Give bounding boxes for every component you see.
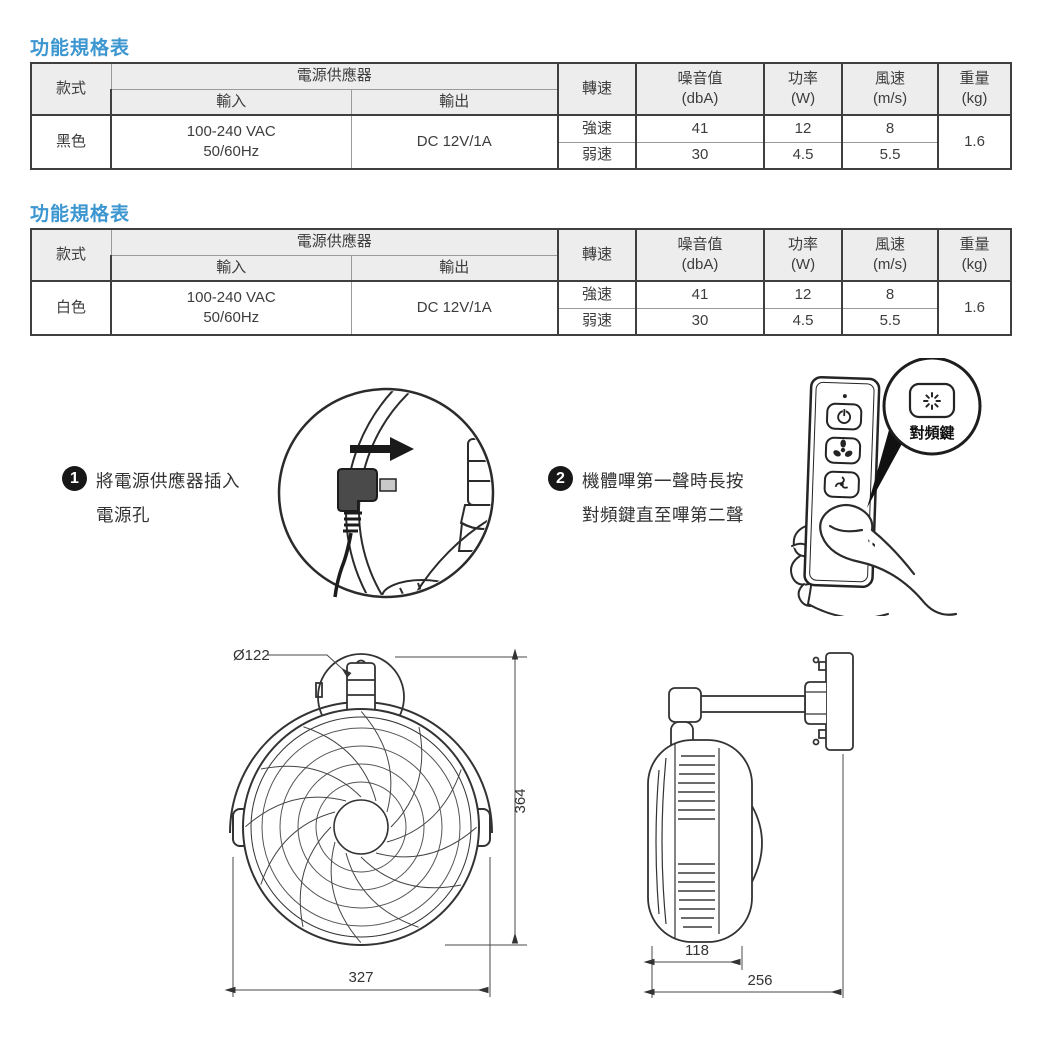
hdr-input: 輸入 — [110, 88, 352, 116]
hdr-speed: 轉速 — [557, 62, 637, 116]
spec-table-black: 款式 電源供應器 轉速 噪音值(dbA) 功率(W) 風速(m/s) 重量(kg… — [30, 62, 1013, 170]
cell-power-low: 4.5 — [763, 141, 843, 170]
hdr-model: 款式 — [30, 228, 112, 282]
hdr-speed: 轉速 — [557, 228, 637, 282]
hdr-power-supply: 電源供應器 — [110, 62, 559, 90]
step-2-text: 機體嗶第一聲時長按 對頻鍵直至嗶第二聲 — [582, 471, 744, 525]
hdr-wind: 風速(m/s) — [841, 62, 939, 116]
hdr-wind: 風速(m/s) — [841, 228, 939, 282]
cell-wind-high: 8 — [841, 280, 939, 309]
dim-diameter-label: Ø122 — [233, 647, 270, 664]
cell-weight: 1.6 — [937, 114, 1012, 170]
insert-arrow-icon — [350, 437, 414, 461]
remote-pairing-illustration: 對頻鍵 — [790, 358, 982, 616]
hdr-output: 輸出 — [350, 88, 559, 116]
cell-speed-high: 強速 — [557, 114, 637, 143]
dim-height-label: 364 — [512, 788, 529, 813]
dim-width-label: 327 — [348, 969, 373, 986]
cell-model: 白色 — [30, 280, 112, 336]
pairing-key-callout: 對頻鍵 — [882, 358, 982, 456]
step-1: 1 將電源供應器插入 電源孔 — [62, 464, 240, 532]
spec-table-title-1: 功能規格表 — [30, 38, 131, 59]
cell-noise-high: 41 — [635, 114, 765, 143]
hdr-input: 輸入 — [110, 254, 352, 282]
step-2: 2 機體嗶第一聲時長按 對頻鍵直至嗶第二聲 — [548, 464, 744, 532]
cell-speed-low: 弱速 — [557, 141, 637, 170]
cell-power-high: 12 — [763, 280, 843, 309]
hdr-power: 功率(W) — [763, 62, 843, 116]
led-dot-icon — [842, 394, 847, 399]
fan-high-icon — [824, 436, 862, 465]
hdr-noise: 噪音值(dbA) — [635, 228, 765, 282]
cell-wind-low: 5.5 — [841, 307, 939, 336]
cell-model: 黑色 — [30, 114, 112, 170]
dimension-lines — [224, 648, 527, 997]
pairing-button — [908, 382, 956, 419]
fan-low-icon — [823, 470, 860, 499]
cell-speed-high: 強速 — [557, 280, 637, 309]
cell-noise-low: 30 — [635, 307, 765, 336]
cell-weight: 1.6 — [937, 280, 1012, 336]
cell-wind-high: 8 — [841, 114, 939, 143]
spec-table-white: 款式 電源供應器 轉速 噪音值(dbA) 功率(W) 風速(m/s) 重量(kg… — [30, 228, 1013, 336]
pairing-starburst-icon — [923, 392, 941, 410]
callout-pointer — [867, 430, 903, 508]
cell-noise-high: 41 — [635, 280, 765, 309]
cell-output: DC 12V/1A — [350, 114, 559, 170]
front-view-drawing: Ø122 364 327 — [224, 647, 529, 997]
side-view-drawing: 118 256 — [643, 652, 854, 998]
hdr-power: 功率(W) — [763, 228, 843, 282]
hdr-weight: 重量(kg) — [937, 62, 1012, 116]
step-1-text: 將電源供應器插入 電源孔 — [96, 471, 240, 525]
cell-power-low: 4.5 — [763, 307, 843, 336]
hdr-output: 輸出 — [350, 254, 559, 282]
spec-table-title-2: 功能規格表 — [30, 204, 131, 225]
step-2-number-badge: 2 — [548, 466, 573, 491]
hdr-power-supply: 電源供應器 — [110, 228, 559, 256]
dim-total-depth-label: 256 — [747, 972, 772, 989]
dc-plug-icon — [333, 468, 397, 598]
plug-into-jack-illustration — [277, 387, 495, 599]
cell-output: DC 12V/1A — [350, 280, 559, 336]
pairing-key-label: 對頻鍵 — [909, 424, 954, 442]
cell-speed-low: 弱速 — [557, 307, 637, 336]
grille-slats — [678, 755, 715, 928]
hdr-noise: 噪音值(dbA) — [635, 62, 765, 116]
cell-noise-low: 30 — [635, 141, 765, 170]
cell-power-high: 12 — [763, 114, 843, 143]
hdr-model: 款式 — [30, 62, 112, 116]
step-1-number-badge: 1 — [62, 466, 87, 491]
hdr-weight: 重量(kg) — [937, 228, 1012, 282]
dim-fan-depth-label: 118 — [685, 942, 709, 959]
cell-wind-low: 5.5 — [841, 141, 939, 170]
power-icon — [825, 402, 863, 431]
dimension-lines — [643, 754, 844, 998]
